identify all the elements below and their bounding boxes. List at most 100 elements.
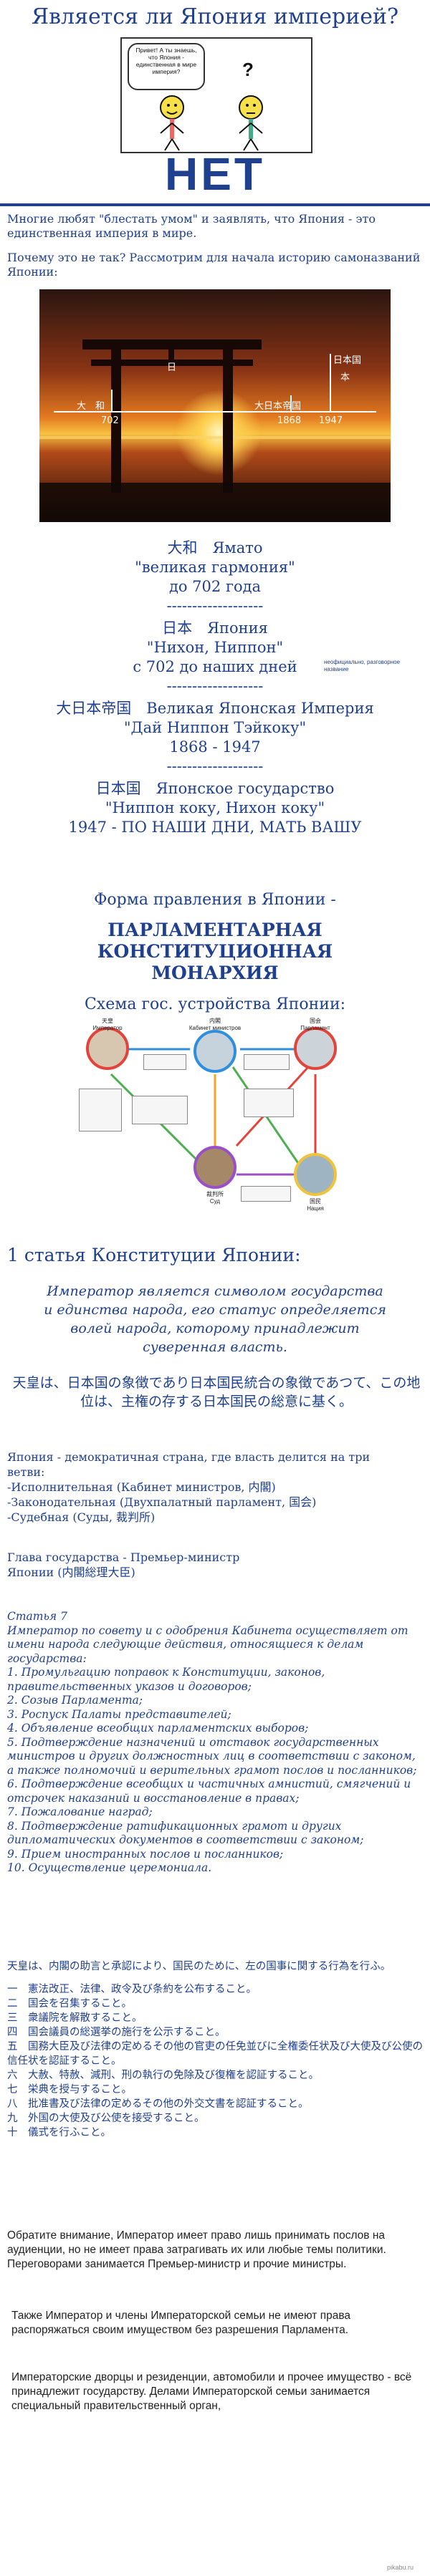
diagram-note-box bbox=[79, 1089, 122, 1132]
intro-paragraph-1: Многие любят "блестать умом" и заявлять,… bbox=[7, 212, 376, 240]
timeline-year-1868: 1868 bbox=[277, 415, 302, 426]
timeline-label-yamato: 大 和 bbox=[77, 401, 105, 412]
government-heading: Форма правления в Японии - bbox=[94, 891, 336, 909]
article7-jp-item: 五 国務大臣及び法律の定めるその他の官吏の任免並びに全権委任状及び大使及び公使の… bbox=[7, 2041, 423, 2067]
name-nihon-reading: "Нихон, Ниппон" bbox=[146, 639, 284, 656]
separator: ------------------- bbox=[166, 677, 264, 695]
name-nihon-period: с 702 до наших дней bbox=[133, 658, 297, 675]
article7-jp-item: 三 衆議院を解散すること。 bbox=[7, 2012, 143, 2024]
article7-item: 4. Объявление всеобщих парламентских выб… bbox=[7, 1722, 309, 1735]
intro-paragraph-2: Почему это не так? Рассмотрим для начала… bbox=[7, 251, 421, 279]
timeline-label-ni: 日 bbox=[167, 362, 177, 373]
page-title: Является ли Япония империей? bbox=[31, 4, 399, 29]
diagram-note-box bbox=[244, 1089, 294, 1117]
article7-jp-item: 六 大赦、特赦、減刑、刑の執行の免除及び復権を認証すること。 bbox=[7, 2070, 319, 2081]
name-state-title: 日本国 Японское государство bbox=[95, 780, 335, 797]
timeline-year-1947: 1947 bbox=[319, 415, 343, 426]
timeline-label-hon: 本 bbox=[340, 372, 350, 383]
article7-item: 5. Подтверждение назначений и отставок г… bbox=[7, 1735, 417, 1777]
timeline-label-dainippon: 大日本帝国 bbox=[254, 401, 302, 412]
article7-item: 9. Прием иностранных послов и посланнико… bbox=[7, 1847, 284, 1861]
footer-watermark: pikabu.ru bbox=[387, 2564, 414, 2571]
closing-paragraph-2: Также Император и члены Императорской се… bbox=[11, 2310, 351, 2336]
government-form: ПАРЛАМЕНТАРНАЯ КОНСТИТУЦИОННАЯ МОНАРХИЯ bbox=[0, 920, 430, 984]
timeline-tick-702 bbox=[111, 390, 113, 413]
article1-japanese: 天皇は、日本国の象徴であり日本国民統合の象徴であつて、この地位は、主権の存する日… bbox=[12, 1375, 421, 1409]
node-cabinet bbox=[194, 1030, 236, 1073]
name-nihon-note: неофициально, разговорное название bbox=[324, 659, 401, 672]
name-empire-title: 大日本帝国 Великая Японская Империя bbox=[56, 700, 374, 717]
article7-item: 7. Пожалование наград; bbox=[7, 1805, 153, 1818]
article7-jp-item: 二 国会を召集すること。 bbox=[7, 1998, 132, 2010]
diagram-note-box bbox=[132, 1096, 188, 1124]
article7-jp-item: 八 批准書及び法律の定めるその他の外交文書を認証すること。 bbox=[7, 2098, 309, 2110]
article1-heading: 1 статья Конституции Японии: bbox=[7, 1245, 301, 1265]
closing-paragraph-1: Обратите внимание, Император имеет право… bbox=[7, 2229, 386, 2270]
timeline-label-nihonkoku: 日本国 bbox=[333, 355, 362, 366]
article7-jp-item: 七 栄典を授与すること。 bbox=[7, 2084, 132, 2095]
separator: ------------------- bbox=[166, 597, 264, 614]
timeline-tick-1868 bbox=[290, 395, 292, 413]
article7-item: 3. Роспуск Палаты представителей; bbox=[7, 1707, 231, 1721]
article7-japanese: 天皇は、内閣の助言と承認により、国民のために、左の国事に関する行為を行ふ。 一 … bbox=[7, 1959, 423, 2140]
timeline-line bbox=[54, 411, 376, 413]
power-executive: -Исполнительная (Кабинет министров, 内閣) bbox=[7, 1480, 276, 1494]
name-nihon-block: 日本 Япония "Нихон, Ниппон" с 702 до наших… bbox=[0, 619, 430, 696]
name-nihon-title: 日本 Япония bbox=[162, 619, 268, 637]
separator: ------------------- bbox=[166, 758, 264, 775]
name-empire-reading: "Дай Ниппон Тэйкоку" bbox=[123, 719, 307, 736]
speech-bubble: Привет! А ты знаешь, что Япония - единст… bbox=[128, 43, 205, 90]
name-state-reading: "Ниппон коку, Нихон коку" bbox=[105, 799, 325, 816]
answer-no: НЕТ bbox=[165, 148, 265, 200]
article7-russian: Статья 7 Император по совету и с одобрен… bbox=[7, 1610, 423, 1876]
arrow-nation-cabinet bbox=[231, 1066, 302, 1168]
name-yamato-period: до 702 года bbox=[168, 578, 262, 595]
powers-list: -Исполнительная (Кабинет министров, 内閣) … bbox=[7, 1480, 423, 1525]
article7-title: Статья 7 bbox=[7, 1610, 67, 1623]
powers-intro: Япония - демократичная страна, где власт… bbox=[7, 1450, 371, 1479]
power-legislative: -Законодательная (Двухпалатный парламент… bbox=[7, 1495, 317, 1509]
name-state-period: 1947 - ПО НАШИ ДНИ, МАТЬ ВАШУ bbox=[68, 819, 362, 836]
government-form-line-1: ПАРЛАМЕНТАРНАЯ bbox=[108, 920, 322, 940]
name-yamato-block: 大和 Ямато "великая гармония" до 702 года … bbox=[0, 539, 430, 616]
government-form-line-2: КОНСТИТУЦИОННАЯ bbox=[97, 941, 333, 962]
node-nation bbox=[294, 1153, 337, 1196]
node-parliament bbox=[294, 1027, 337, 1070]
question-mark: ? bbox=[242, 59, 254, 80]
timeline-year-702: 702 bbox=[101, 415, 119, 426]
article7-jp-item: 四 国会議員の総選挙の施行を公示すること。 bbox=[7, 2027, 226, 2038]
name-state-block: 日本国 Японское государство "Ниппон коку, Н… bbox=[0, 779, 430, 837]
name-empire-period: 1868 - 1947 bbox=[169, 738, 261, 756]
article7-jp-item: 一 憲法改正、法律、政令及び条約を公布すること。 bbox=[7, 1984, 257, 1995]
comic-panel: Привет! А ты знаешь, что Япония - единст… bbox=[120, 37, 312, 153]
figure-left bbox=[160, 95, 184, 151]
article7-jp-item: 九 外国の大使及び公使を接受すること。 bbox=[7, 2113, 205, 2124]
article7-item: 8. Подтверждение ратификационных грамот … bbox=[7, 1819, 364, 1847]
power-judicial: -Судебная (Суды, 裁判所) bbox=[7, 1510, 156, 1524]
head-of-state-line-1: Глава государства - Премьер-министр bbox=[7, 1550, 240, 1564]
node-court bbox=[194, 1146, 236, 1189]
timeline-tick-1947 bbox=[330, 354, 331, 413]
article1-russian: Император является символом государства … bbox=[44, 1283, 386, 1355]
torii-sunset-photo: 日本国 日 本 大 和 大日本帝国 702 1868 1947 bbox=[39, 289, 391, 522]
node-emperor bbox=[86, 1027, 129, 1070]
scheme-title: Схема гос. устройства Японии: bbox=[84, 995, 346, 1013]
figure-right bbox=[239, 95, 263, 151]
name-empire-block: 大日本帝国 Великая Японская Империя "Дай Нипп… bbox=[0, 699, 430, 776]
article7-lead: Император по совету и с одобрения Кабине… bbox=[7, 1624, 408, 1665]
article7-jp-lead: 天皇は、内閣の助言と承認により、国民のために、左の国事に関する行為を行ふ。 bbox=[7, 1961, 391, 1972]
diagram-note-box bbox=[143, 1054, 186, 1070]
head-of-state: Глава государства - Премьер-министр Япон… bbox=[7, 1550, 423, 1580]
article7-item: 1. Промульгацию поправок к Конституции, … bbox=[7, 1666, 325, 1693]
name-yamato-title: 大和 Ямато bbox=[167, 539, 263, 556]
diagram-note-box bbox=[241, 1186, 291, 1202]
head-of-state-line-2: Японии (内閣総理大臣) bbox=[7, 1566, 135, 1579]
article7-item: 10. Осуществление церемониала. bbox=[7, 1861, 212, 1874]
comic-figures bbox=[160, 95, 263, 151]
